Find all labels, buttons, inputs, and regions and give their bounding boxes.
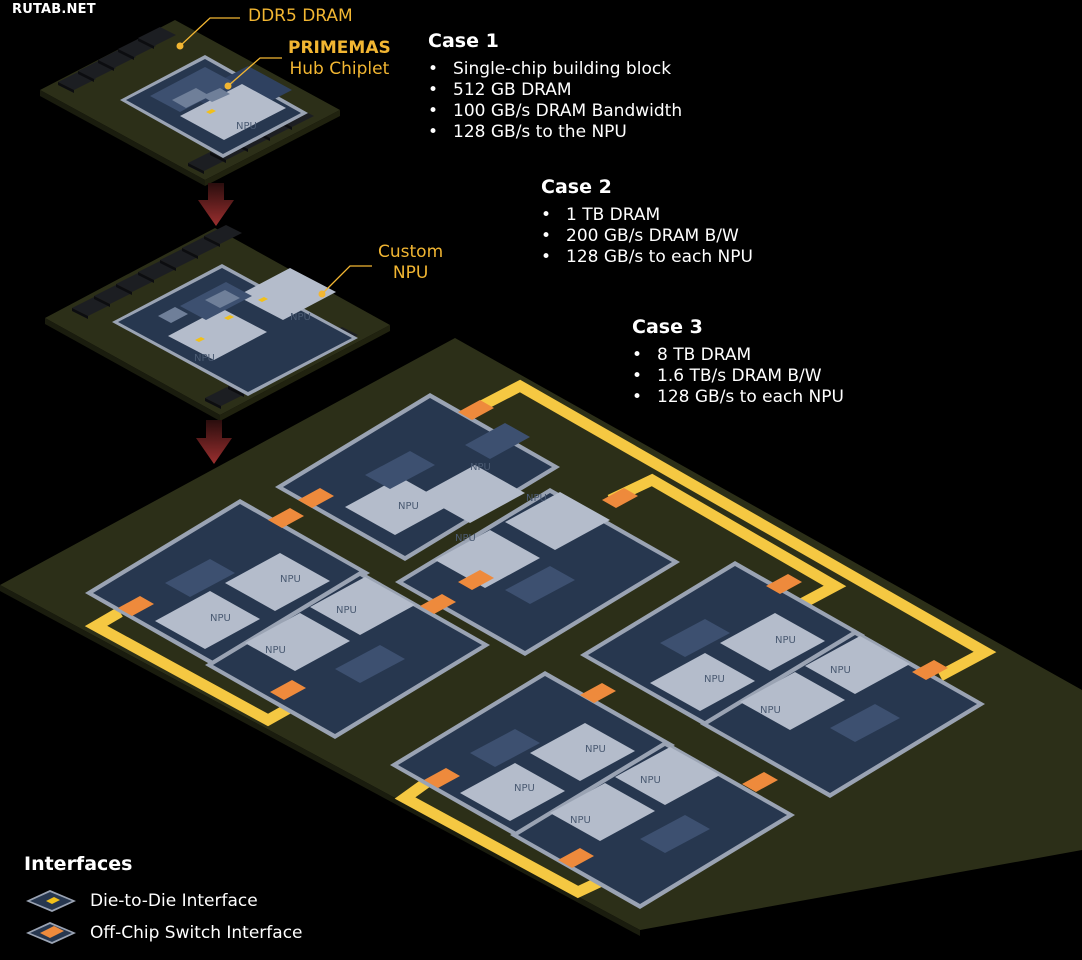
case3-npu-label: NPU	[280, 574, 301, 585]
legend-item-die-to-die: Die-to-Die Interface	[24, 885, 303, 917]
npu-callout-line	[321, 265, 372, 295]
npu-callout: Custom NPU	[378, 242, 443, 284]
case1-module	[40, 20, 340, 186]
case2-npu-label-a: NPU	[290, 312, 311, 323]
case-2-item: •200 GB/s DRAM B/W	[541, 226, 739, 246]
case3-npu-label: NPU	[570, 815, 591, 826]
case-1-item: •128 GB/s to the NPU	[428, 122, 627, 142]
hub-callout-line	[227, 57, 282, 87]
legend-label-off-chip: Off-Chip Switch Interface	[90, 923, 303, 943]
case-1-spec: Case 1 •Single-chip building block •512 …	[428, 30, 682, 143]
npu-callout-line2: NPU	[392, 263, 429, 283]
die-to-die-interface-icon	[26, 890, 76, 912]
npu-callout-dot	[318, 290, 326, 298]
case-2-title: Case 2	[541, 176, 612, 198]
case3-npu-label: NPU	[526, 493, 547, 504]
case3-npu-label: NPU	[514, 783, 535, 794]
case-1-title: Case 1	[428, 30, 499, 52]
case3-npu-label: NPU	[470, 462, 491, 473]
case3-npu-label: NPU	[775, 635, 796, 646]
case-1-item: •512 GB DRAM	[428, 80, 572, 100]
off-chip-switch-interface-icon	[26, 922, 76, 944]
case3-npu-label: NPU	[398, 501, 419, 512]
case2-npu-label-b: NPU	[194, 353, 215, 364]
case1-npu-label: NPU	[236, 121, 257, 132]
case-2-spec: Case 2 •1 TB DRAM •200 GB/s DRAM B/W •12…	[541, 176, 753, 268]
case-2-item: •128 GB/s to each NPU	[541, 247, 753, 267]
case-3-spec: Case 3 •8 TB DRAM •1.6 TB/s DRAM B/W •12…	[632, 316, 844, 408]
case3-npu-label: NPU	[704, 674, 725, 685]
legend-label-die-to-die: Die-to-Die Interface	[90, 891, 258, 911]
case3-npu-label: NPU	[760, 705, 781, 716]
hub-callout: PRIMEMAS Hub Chiplet	[288, 38, 391, 80]
case-3-title: Case 3	[632, 316, 703, 338]
watermark: RUTAB.NET	[12, 2, 96, 17]
dram-callout-dot	[176, 42, 184, 50]
hub-callout-sub: Hub Chiplet	[289, 59, 390, 79]
case-3-item: •128 GB/s to each NPU	[632, 387, 844, 407]
case3-npu-label: NPU	[830, 665, 851, 676]
switch-bus	[84, 379, 997, 899]
hub-callout-dot	[224, 82, 232, 90]
case3-npu-label: NPU	[265, 645, 286, 656]
case3-npu-label: NPU	[336, 605, 357, 616]
case-3-item: •8 TB DRAM	[632, 345, 752, 365]
npu-callout-line1: Custom	[378, 242, 444, 262]
dram-callout: DDR5 DRAM	[248, 6, 353, 27]
case-3-item: •1.6 TB/s DRAM B/W	[632, 366, 822, 386]
case-1-item: •100 GB/s DRAM Bandwidth	[428, 101, 683, 121]
case-2-item: •1 TB DRAM	[541, 205, 661, 225]
case3-npu-labels: NPU NPU NPU NPU NPU NPU NPU NPU NPU NPU …	[210, 462, 851, 826]
case3-npu-label: NPU	[585, 744, 606, 755]
case3-switch-pads	[118, 400, 948, 868]
hub-callout-brand: PRIMEMAS	[288, 38, 391, 58]
case3-npu-label: NPU	[210, 613, 231, 624]
case2-module	[45, 225, 390, 421]
flow-arrow-1	[198, 183, 234, 226]
dram-callout-label: DDR5 DRAM	[248, 6, 353, 26]
dram-callout-line	[179, 17, 240, 47]
case-1-item: •Single-chip building block	[428, 59, 672, 79]
case3-npu-label: NPU	[640, 775, 661, 786]
flow-arrow-2	[196, 420, 232, 464]
case3-npu-label: NPU	[455, 533, 476, 544]
legend-item-off-chip: Off-Chip Switch Interface	[24, 917, 303, 949]
interfaces-legend: Interfaces Die-to-Die Interface Off-Chip…	[24, 853, 303, 949]
legend-title: Interfaces	[24, 853, 133, 875]
